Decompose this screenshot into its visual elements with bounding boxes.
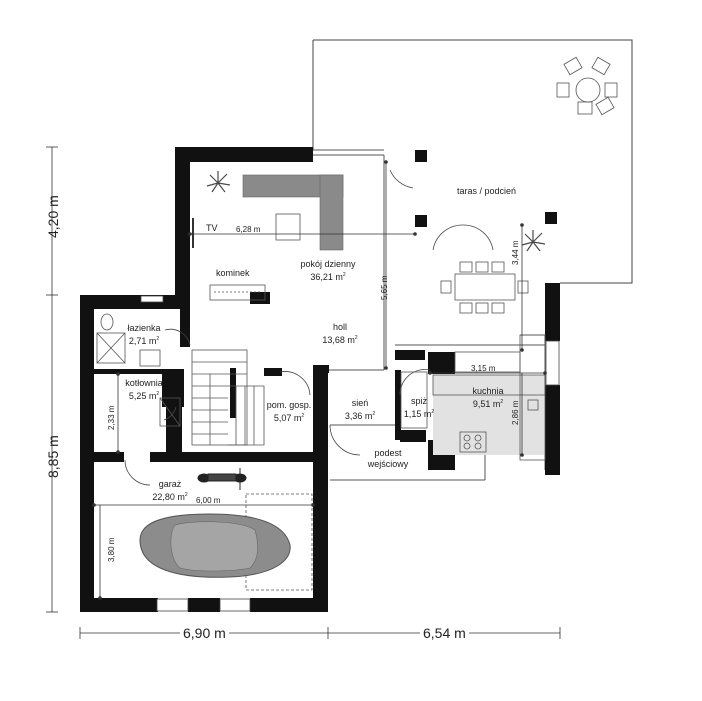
coffee-table [275,213,301,241]
room-area-spiz: 1,15 m [404,407,434,420]
boiler [159,397,181,427]
kitchen-area [432,334,546,461]
dim-315: 3,15 m [471,364,496,373]
room-area-kuchnia: 9,51 m [473,397,503,410]
sofa [242,174,344,251]
room-area-sien: 3,36 m [345,409,375,422]
dim-233: 2,33 m [107,405,116,430]
room-area-pom-gosp: 5,07 m [274,411,304,424]
fireplace-label: kominek [216,268,250,278]
windows [140,295,560,612]
dining-table [440,261,529,314]
terrace-label: taras / podcień [457,186,517,196]
room-name-spiz: spiż [410,396,428,406]
stairs [191,349,265,446]
room-name-garaz: garaż [158,479,182,489]
plant-icon [206,171,231,193]
dim-bottom-right: 6,54 m [420,625,469,641]
dim-bottom-left: 6,90 m [180,625,229,641]
car-icon [139,513,291,578]
room-area-holl: 13,68 m [322,333,357,346]
entrance-landing-label-line1: podest [374,448,402,458]
room-name-pokoj-dzienny: pokój dzienny [300,259,356,269]
fireplace [209,284,266,301]
room-name-sien: sień [351,398,369,408]
room-name-holl: holl [332,322,348,332]
room-name-lazienka: łazienka [127,323,161,333]
dim-left-top: 4,20 m [45,195,61,238]
room-area-garaz: 22,80 m [152,490,187,503]
dim-380: 3,80 m [107,537,116,562]
plant-icon [521,230,546,252]
room-area-pokoj-dzienny: 36,21 m [310,270,345,283]
dim-286: 2,86 m [511,400,520,425]
room-area-lazienka: 2,71 m [129,334,159,347]
room-name-pom-gosp: pom. gosp. [266,400,312,410]
dim-600: 6,00 m [196,496,221,505]
dim-344: 3,44 m [511,240,520,265]
entrance-landing-label-line2: wejściowy [367,459,409,469]
room-area-kotlownia: 5,25 m [129,389,159,402]
bathroom-fixtures [96,313,161,367]
doors [124,169,494,486]
pantry-shelves [400,371,428,429]
dim-left-bottom: 8,85 m [45,435,61,478]
room-name-kuchnia: kuchnia [472,386,504,396]
tv-label: TV [206,223,218,233]
terrace-outline [313,39,633,284]
dimension-ticks [92,160,547,600]
dim-628: 6,28 m [236,225,261,234]
terrace-table [556,56,618,116]
dim-565: 5,65 m [380,275,389,300]
room-name-kotlownia: kotłownia [125,378,163,388]
dimension-lines [46,146,561,639]
motorcycle-icon [197,468,247,490]
